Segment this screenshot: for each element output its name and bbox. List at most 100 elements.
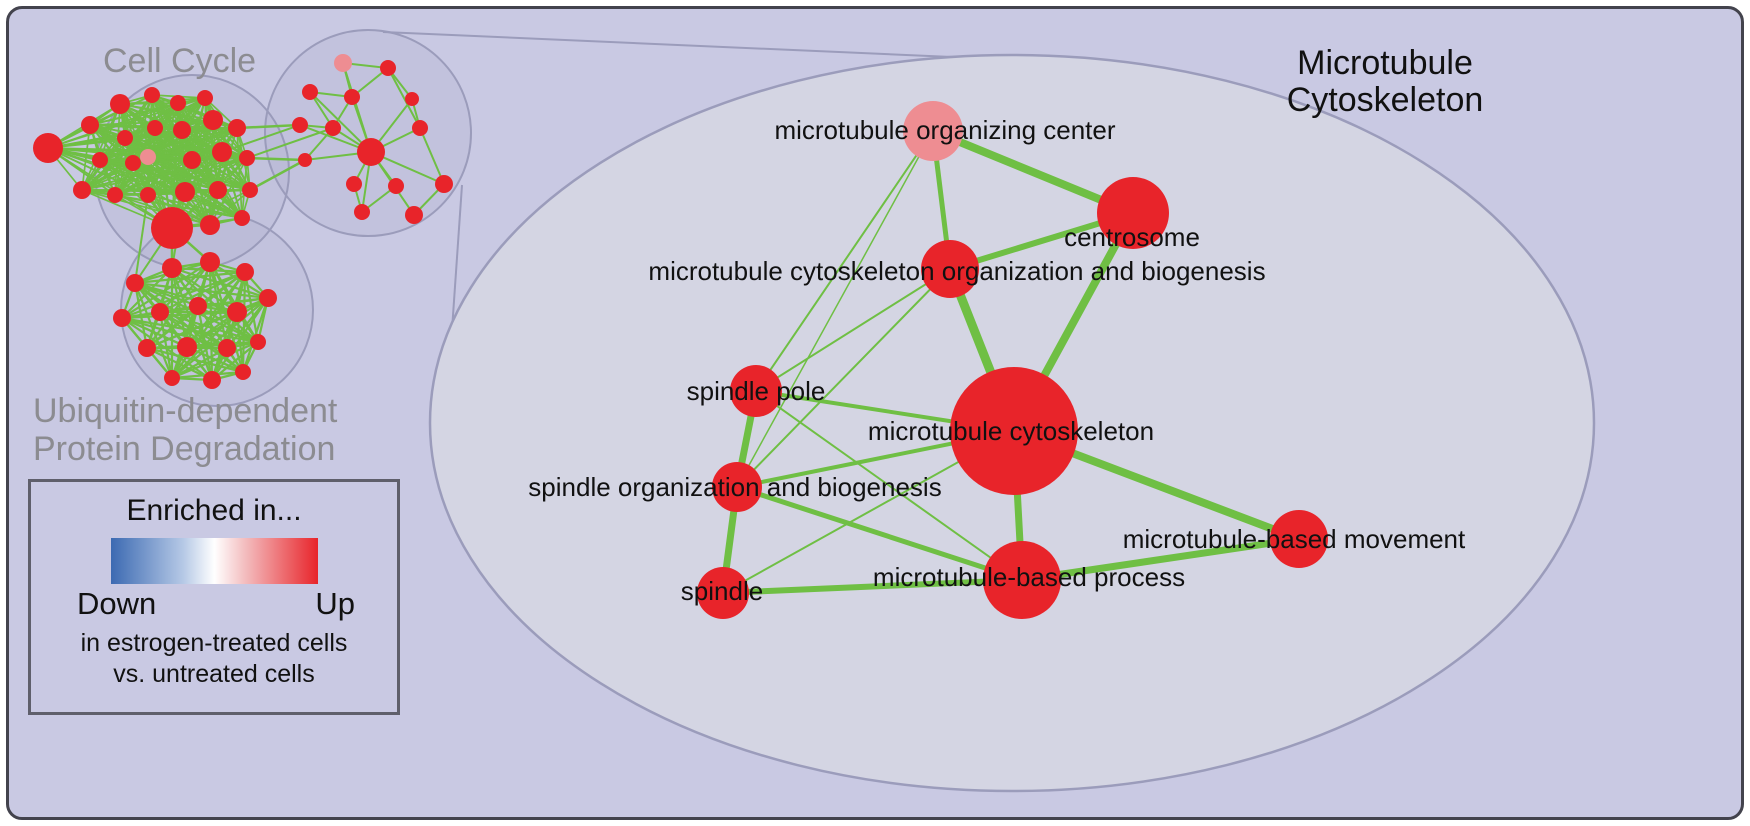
overview-edge	[158, 311, 174, 379]
gene-set-node	[346, 176, 362, 192]
gene-set-node	[81, 116, 99, 134]
cluster-label-cell-cycle: Cell Cycle	[103, 42, 257, 80]
gene-set-node	[302, 84, 318, 100]
gene-set-node	[435, 175, 453, 193]
gene-set-node	[125, 155, 141, 171]
detail-nodes	[697, 101, 1328, 619]
cross-cluster-edge	[134, 194, 149, 284]
cross-cluster-edge	[221, 124, 301, 153]
overview-edge	[147, 127, 238, 158]
node-label-mc: microtubule cytoskeleton	[868, 416, 1154, 446]
gene-set-node	[228, 119, 246, 137]
cross-cluster-edge	[246, 156, 306, 162]
overview-edge	[121, 267, 173, 319]
gene-set-node	[197, 90, 213, 106]
legend-subtitle: in estrogen-treated cells vs. untreated …	[31, 628, 397, 689]
gene-set-node	[200, 215, 220, 235]
overview-edge	[99, 127, 238, 161]
overview-edge	[197, 305, 259, 343]
cross-cluster-edge	[249, 158, 306, 192]
node-moc	[903, 101, 963, 161]
gene-set-node	[113, 309, 131, 327]
overview-edge	[184, 157, 248, 193]
legend-endpoint-labels: Down Up	[31, 584, 397, 622]
gene-set-node	[92, 152, 108, 168]
gene-set-node	[175, 182, 195, 202]
overview-edge	[387, 67, 421, 129]
overview-edge	[114, 157, 248, 196]
cross-cluster-edge	[236, 123, 301, 130]
overview-edge	[342, 62, 372, 153]
gene-set-node	[354, 204, 370, 220]
gene-set-node	[147, 120, 163, 136]
overview-edge	[81, 157, 248, 191]
cluster-label-ubiquitin: Ubiquitin-dependent Protein Degradation	[33, 392, 337, 468]
cluster-label-ubiquitin-line2: Protein Degradation	[33, 430, 336, 469]
legend-title: Enriched in...	[126, 494, 302, 527]
overview-edge	[134, 270, 246, 285]
edge-moc-spindle_pole	[755, 130, 934, 392]
node-centrosome	[1097, 177, 1169, 249]
edge-moc-sob	[736, 130, 934, 488]
gene-set-node	[73, 181, 91, 199]
overview-edge	[81, 103, 121, 191]
gene-set-node	[380, 60, 396, 76]
edge-spindle_pole-mbp	[755, 390, 1023, 581]
gene-set-node	[227, 302, 247, 322]
gene-set-node	[33, 133, 63, 163]
gene-set-node	[140, 149, 156, 165]
node-label-sob: spindle organization and biogenesis	[528, 472, 941, 502]
gene-set-node	[412, 120, 428, 136]
overview-edge	[81, 94, 153, 191]
edge-spindle-mbp	[720, 577, 1025, 596]
gene-set-node	[151, 303, 169, 321]
legend-down-label: Down	[77, 586, 157, 621]
node-mbm	[1270, 510, 1328, 568]
legend-box: Enriched in... Down Up in estrogen-treat…	[28, 479, 400, 715]
overview-edge	[114, 194, 243, 219]
overview-edge	[99, 119, 214, 161]
node-spindle	[697, 567, 749, 619]
gene-set-node	[151, 207, 193, 249]
overview-edge	[159, 261, 211, 313]
detail-title-line1: Microtubule	[1297, 44, 1473, 82]
gene-set-node	[117, 130, 133, 146]
node-label-mbp: microtubule-based process	[873, 562, 1185, 592]
legend-subtitle-line2: vs. untreated cells	[113, 659, 315, 688]
edge-mcob-sob	[736, 268, 951, 488]
overview-edge	[132, 162, 251, 191]
node-label-mbm: microtubule-based movement	[1123, 524, 1466, 554]
overview-edge	[121, 261, 211, 319]
gene-set-node	[357, 138, 385, 166]
gene-set-node	[107, 187, 123, 203]
overview-edge	[171, 340, 259, 380]
node-spindle_pole	[730, 365, 782, 417]
overview-edge	[186, 297, 269, 348]
edge-mcob-spindle_pole	[755, 268, 951, 392]
overview-edge	[191, 159, 251, 191]
detail-cluster-title: Microtubule Cytoskeleton	[1270, 44, 1500, 120]
overview-edge	[197, 296, 269, 308]
edge-sob-mbp	[734, 484, 1025, 583]
overview-edge	[147, 157, 248, 196]
overview-edge	[146, 296, 269, 350]
gene-set-node	[298, 153, 312, 167]
cluster-label-ubiquitin-line1: Ubiquitin-dependent	[33, 392, 338, 430]
node-mc	[950, 367, 1078, 495]
gene-set-node	[203, 110, 223, 130]
gene-set-node	[234, 210, 250, 226]
node-label-spindle_pole: spindle pole	[687, 376, 826, 406]
overview-edge	[159, 271, 246, 313]
gene-set-node	[209, 181, 227, 199]
gene-set-node	[183, 151, 201, 169]
gene-set-node	[162, 258, 182, 278]
gene-set-node	[140, 187, 156, 203]
cluster-circle-microtubule-cytoskeleton-overview	[264, 29, 472, 237]
overview-edge	[184, 191, 243, 219]
gene-set-node	[344, 89, 360, 105]
legend-gradient-bar	[110, 538, 318, 584]
gene-set-node	[212, 142, 232, 162]
gene-set-node	[138, 339, 156, 357]
edge-moc-centrosome	[929, 127, 1137, 217]
